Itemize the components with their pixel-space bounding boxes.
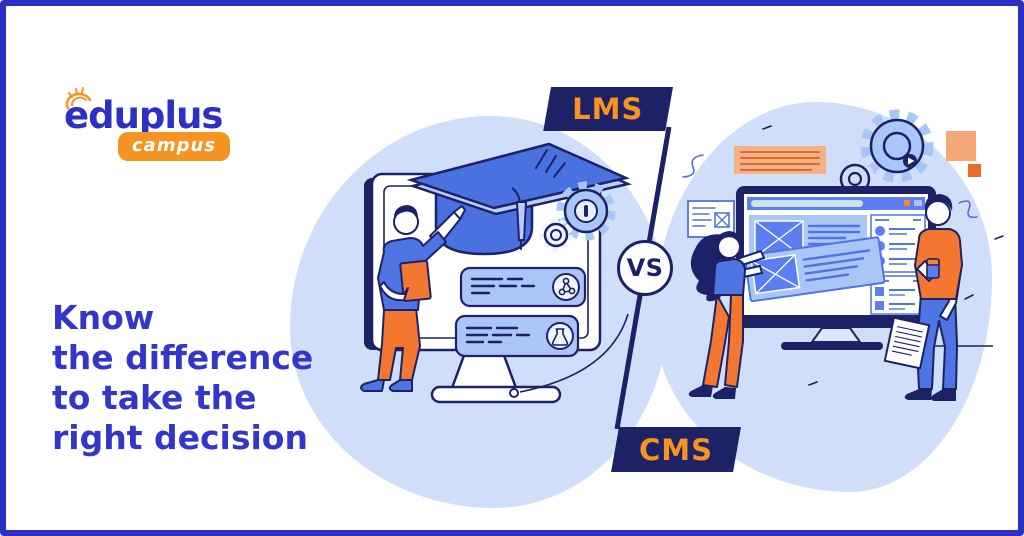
headline-line-3: to take the (52, 378, 257, 417)
play-button-icon (903, 154, 917, 168)
pointing-hand (453, 205, 466, 220)
headline: Know the difference to take the right de… (52, 298, 313, 458)
logo: eduplus campus (64, 87, 230, 161)
cms-illustration (682, 109, 1004, 401)
phone (926, 258, 940, 279)
content-card (743, 236, 886, 303)
gear-icon (860, 109, 934, 183)
vs-badge: VS (617, 240, 673, 296)
woman-editor (688, 231, 765, 399)
presenter-man (360, 205, 466, 392)
decorative-dot (509, 388, 519, 398)
orange-square (946, 131, 976, 161)
shoe (360, 379, 385, 392)
headline-line-2: the difference (52, 338, 314, 377)
document (883, 316, 931, 370)
monitor-base (430, 385, 562, 404)
lms-label: LMS (543, 87, 673, 131)
shoe (388, 379, 413, 392)
shoe (904, 389, 932, 400)
vs-badge-text: VS (626, 254, 664, 282)
decorative-arc (519, 313, 629, 393)
cms-label: CMS (611, 427, 741, 472)
speed-lines (535, 149, 566, 178)
globe-icon (65, 87, 92, 110)
lms-label-text: LMS (572, 92, 644, 126)
hair (924, 194, 953, 211)
monitor-base (781, 342, 883, 350)
course-card-share (459, 266, 587, 308)
hair (393, 205, 418, 220)
shoe (930, 389, 956, 401)
man-reviewer (883, 194, 963, 401)
headline-line-1: Know (52, 298, 155, 337)
gear-icon (556, 181, 616, 241)
monitor-stand (810, 327, 862, 343)
course-card-flask (454, 314, 580, 358)
tassel (511, 187, 528, 250)
graduation-cap-icon (406, 142, 632, 256)
orange-square-small (968, 164, 981, 177)
headline-line-4: right decision (52, 418, 308, 457)
gear-icon (539, 218, 573, 252)
hair (716, 231, 741, 245)
logo-brand-text: eduplus (64, 94, 223, 137)
shoe (712, 387, 736, 399)
shoe (688, 385, 713, 397)
cms-label-text: CMS (639, 432, 714, 467)
sticky-note (734, 146, 826, 174)
head (925, 200, 951, 226)
logo-badge: campus (118, 132, 230, 161)
lms-illustration (360, 142, 632, 404)
